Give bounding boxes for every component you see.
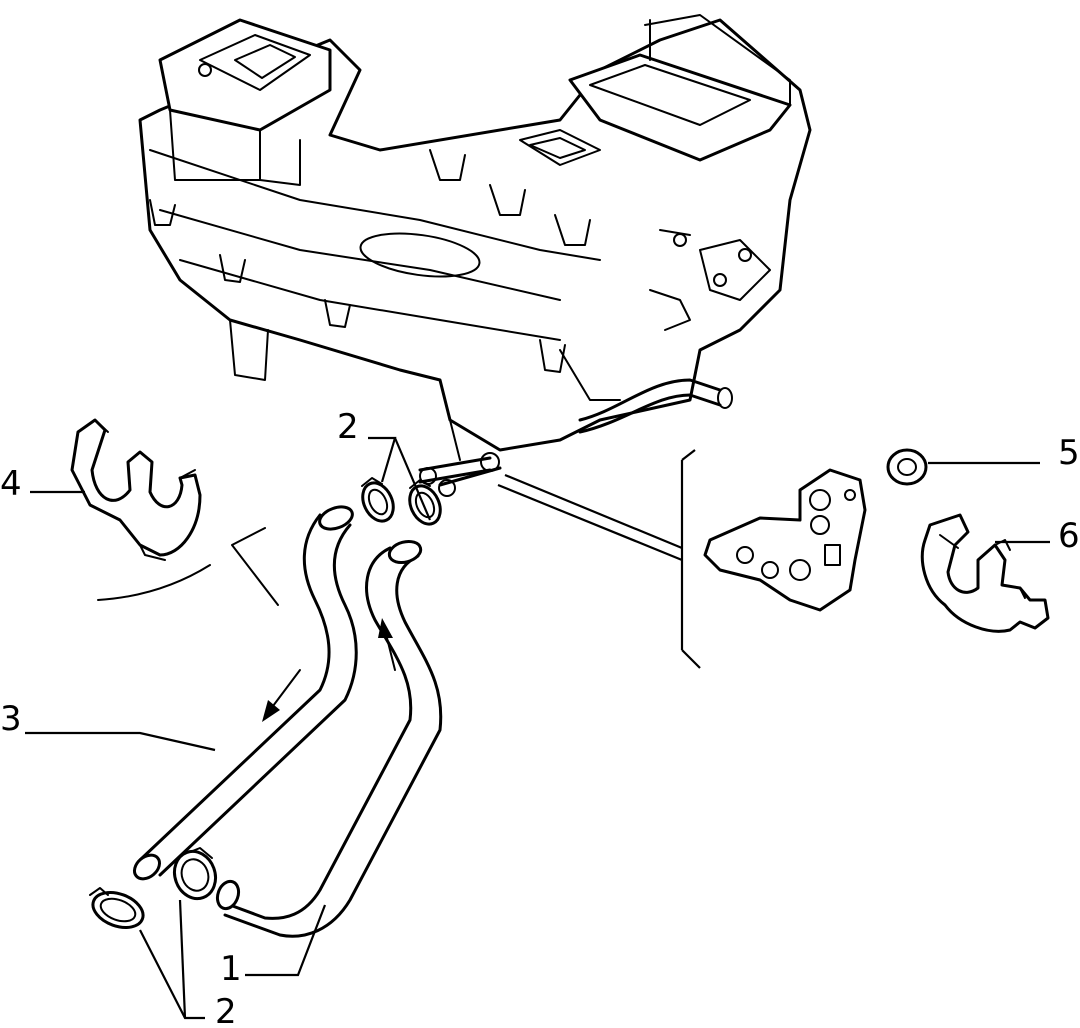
hose-bracket-part-4: [70, 418, 202, 561]
callout-6: 6: [1058, 516, 1080, 556]
hose-clamp-bottom-middle: [172, 847, 218, 901]
callout-2-bottom: 2: [215, 992, 237, 1028]
callout-3: 3: [0, 699, 22, 739]
callout-2-top: 2: [337, 407, 359, 447]
callout-5: 5: [1058, 433, 1080, 473]
flow-arrow-up-icon: [378, 618, 396, 671]
hose-clamp-top-left: [361, 477, 395, 523]
callout-4: 4: [0, 464, 22, 504]
mounting-plate: [703, 468, 867, 612]
break-line: [97, 564, 211, 601]
hose-bracket-part-6: [920, 513, 1050, 633]
assembly-leader-lines: [497, 449, 701, 669]
hose-clamp-bottom-left: [89, 887, 145, 929]
break-line-2: [231, 527, 279, 606]
flow-arrow-down-icon: [262, 669, 301, 722]
hose-part-3: [132, 505, 358, 881]
heater-housing: [138, 14, 812, 497]
callout-leaders: [25, 436, 1050, 1020]
hose-part-1: [215, 539, 443, 938]
seal-ring-part-5: [886, 448, 928, 486]
callout-1: 1: [220, 949, 242, 989]
